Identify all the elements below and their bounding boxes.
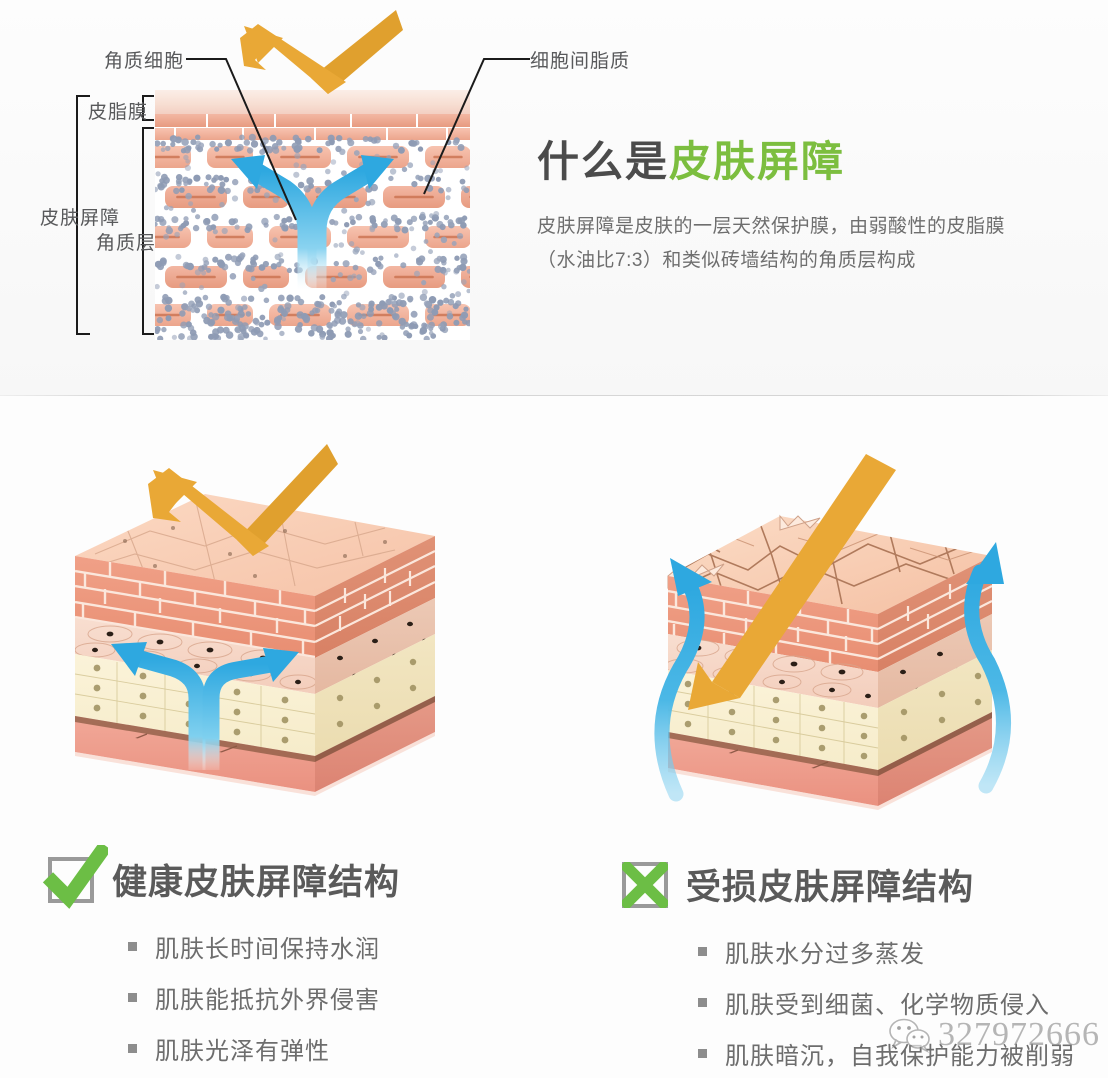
list-item: 肌肤能抵抗外界侵害 xyxy=(128,980,380,1015)
leader-line-intercellular-lipid xyxy=(423,58,530,195)
list-item-label: 肌肤能抵抗外界侵害 xyxy=(155,987,380,1014)
bottom-section: 健康皮肤屏障结构 肌肤长时间保持水润 肌肤能抵抗外界侵害 肌肤光泽有弹性 xyxy=(0,396,1108,1078)
page-title: 什么是皮肤屏障 xyxy=(537,128,845,189)
list-item-label: 肌肤受到细菌、化学物质侵入 xyxy=(725,992,1050,1019)
healthy-caption-title: 健康皮肤屏障结构 xyxy=(112,863,401,902)
brickwall-svg xyxy=(155,114,470,340)
list-item: 肌肤暗沉，自我保护能力被削弱 xyxy=(698,1036,1075,1071)
bullet-square-icon xyxy=(128,942,137,951)
watermark-text: 327972666 xyxy=(938,1016,1100,1053)
bullet-square-icon xyxy=(128,1044,137,1053)
sebum-film-layer xyxy=(155,90,470,114)
page-title-highlight: 皮肤屏障 xyxy=(669,138,846,185)
healthy-skin-cube-svg xyxy=(75,444,435,796)
healthy-skin-block-illustration xyxy=(55,436,455,836)
label-skin-barrier: 皮肤屏障 xyxy=(40,208,121,229)
healthy-caption-row: 健康皮肤屏障结构 xyxy=(42,844,401,909)
damaged-caption-row: 受损皮肤屏障结构 xyxy=(622,859,974,910)
damaged-skin-block-illustration xyxy=(628,446,1028,846)
section-divider xyxy=(0,395,1108,396)
bullet-square-icon xyxy=(698,998,707,1007)
page-description: 皮肤屏障是皮肤的一层天然保护膜，由弱酸性的皮脂膜 （水油比7:3）和类似砖墙结构… xyxy=(537,210,1057,278)
label-sebum-film: 皮脂膜 xyxy=(88,102,149,123)
label-intercellular-lipid: 细胞间脂质 xyxy=(530,51,631,72)
stratum-corneum-brickwall xyxy=(155,114,470,340)
bullet-square-icon xyxy=(698,1049,707,1058)
cross-icon-glyph xyxy=(622,861,668,908)
label-stratum-corneum: 角质层 xyxy=(96,233,157,254)
bracket-sebum-film xyxy=(142,95,154,121)
list-item-label: 肌肤光泽有弹性 xyxy=(155,1038,330,1065)
check-icon-glyph xyxy=(42,844,108,909)
bracket-stratum-corneum xyxy=(142,127,154,335)
damaged-skin-cube-svg xyxy=(654,454,1011,810)
damaged-bullet-list: 肌肤水分过多蒸发 肌肤受到细菌、化学物质侵入 肌肤暗沉，自我保护能力被削弱 xyxy=(698,934,1075,1078)
list-item: 肌肤受到细菌、化学物质侵入 xyxy=(698,985,1075,1020)
label-corneocyte: 角质细胞 xyxy=(104,51,185,72)
moisture-retention-arrow xyxy=(231,155,394,290)
cross-icon xyxy=(622,861,668,908)
list-item-label: 肌肤水分过多蒸发 xyxy=(725,941,925,968)
bracket-skin-barrier xyxy=(76,95,90,335)
healthy-bullet-list: 肌肤长时间保持水润 肌肤能抵抗外界侵害 肌肤光泽有弹性 xyxy=(128,929,380,1078)
top-section: 角质细胞 细胞间脂质 皮肤屏障 皮脂膜 角质层 什么是皮肤屏障 皮肤屏障是皮肤的… xyxy=(0,0,1108,396)
list-item: 肌肤水分过多蒸发 xyxy=(698,934,1075,969)
watermark: 327972666 xyxy=(888,1016,1100,1054)
wechat-icon xyxy=(889,1018,930,1053)
leader-line-corneocyte xyxy=(186,58,297,221)
check-icon xyxy=(42,844,108,909)
list-item-label: 肌肤长时间保持水润 xyxy=(155,936,380,963)
page-description-line-1: 皮肤屏障是皮肤的一层天然保护膜，由弱酸性的皮脂膜 xyxy=(537,216,1006,237)
list-item: 肌肤光泽有弹性 xyxy=(128,1031,380,1066)
list-item-label: 肌肤暗沉，自我保护能力被削弱 xyxy=(725,1043,1075,1070)
damaged-caption-title: 受损皮肤屏障结构 xyxy=(686,868,975,907)
page-title-prefix: 什么是 xyxy=(537,138,670,185)
bullet-square-icon xyxy=(128,993,137,1002)
page-description-line-2: （水油比7:3）和类似砖墙结构的角质层构成 xyxy=(537,250,916,271)
external-threat-repelled-arrow xyxy=(240,10,403,94)
list-item: 肌肤长时间保持水润 xyxy=(128,929,380,964)
skin-cross-section-illustration xyxy=(155,90,470,340)
bullet-square-icon xyxy=(698,947,707,956)
